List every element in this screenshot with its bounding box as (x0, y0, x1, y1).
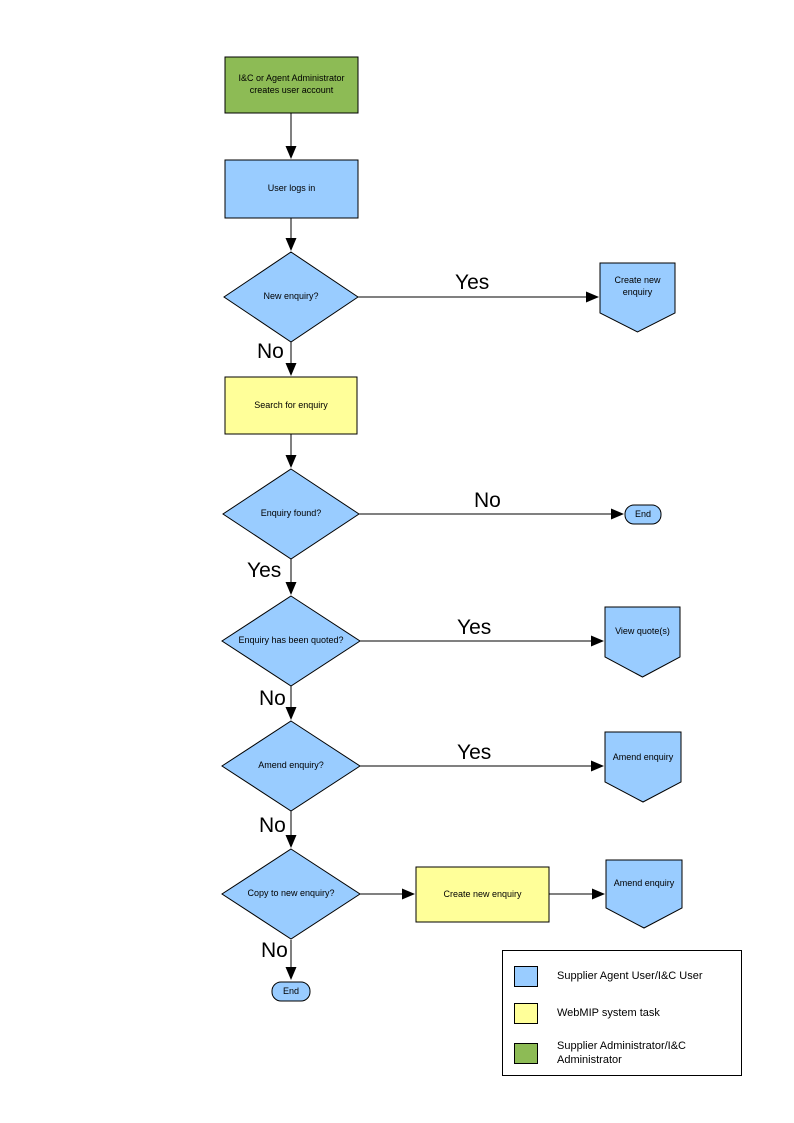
legend-swatch-system (514, 1003, 538, 1024)
node-enquiry-has-been-quoted-shape (221, 595, 361, 687)
node-end-1-shape (624, 504, 662, 525)
legend-label-user: Supplier Agent User/I&C User (557, 969, 703, 982)
legend-label-admin: Supplier Administrator/I&C Administrator (557, 1040, 686, 1066)
node-create-new-enquiry-offpage-shape (599, 262, 676, 333)
node-view-quotes-shape (604, 606, 681, 678)
node-amend-enquiry-offpage-shape (604, 731, 682, 803)
legend-row-user: Supplier Agent User/I&C User (514, 966, 737, 987)
legend-row-system: WebMIP system task (514, 1003, 737, 1024)
node-copy-to-new-enquiry-shape (221, 848, 361, 940)
legend-label-system: WebMIP system task (557, 1006, 660, 1019)
node-admin-creates-account-shape (224, 56, 359, 114)
node-amend-enquiry-offpage-2-shape (605, 859, 683, 929)
node-end-2-shape (271, 981, 311, 1002)
node-create-new-enquiry-task-shape (415, 866, 550, 923)
node-enquiry-found-shape (222, 468, 360, 560)
legend-swatch-user (514, 966, 538, 987)
node-search-for-enquiry-shape (224, 376, 358, 435)
legend: Supplier Agent User/I&C User WebMIP syst… (502, 950, 742, 1076)
node-new-enquiry-shape (223, 251, 359, 343)
node-user-logs-in-shape (224, 159, 359, 219)
legend-swatch-admin (514, 1043, 538, 1065)
node-amend-enquiry-decision-shape (221, 720, 361, 812)
legend-row-admin: Supplier Administrator/I&C Administrator (514, 1040, 737, 1068)
